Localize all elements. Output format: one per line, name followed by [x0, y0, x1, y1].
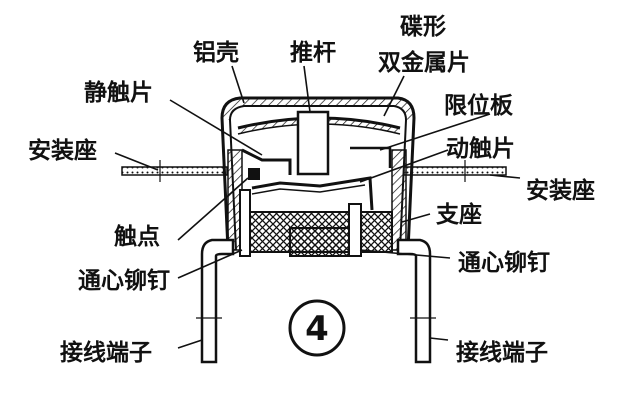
label-terminal-left: 接线端子: [60, 339, 152, 366]
label-limit-plate: 限位板: [444, 92, 514, 119]
terminal-right: [396, 238, 436, 364]
label-rivet-left: 通心铆钉: [78, 267, 170, 294]
label-push-rod: 推杆: [290, 40, 336, 66]
moving-contact-strip: [251, 176, 374, 211]
figure-number-badge: 4: [288, 299, 346, 357]
label-contact-point: 触点: [114, 223, 160, 250]
limit-plate: [350, 146, 392, 168]
leader-lines: [114, 65, 521, 349]
figure-number: 4: [305, 309, 329, 349]
mount-flange-left: [121, 160, 228, 182]
label-mount-left: 安装座: [28, 137, 97, 164]
contact-point: [248, 168, 260, 180]
liner-right-wall: [391, 149, 407, 251]
push-rod: [296, 110, 330, 176]
rivet-right: [348, 203, 362, 257]
label-static-contact: 静触片: [84, 79, 153, 106]
label-rivet-right: 通心铆钉: [458, 249, 550, 276]
label-bimetal-line2: 双金属片: [378, 49, 470, 76]
rivet-left: [239, 189, 251, 257]
mount-flange-right: [403, 160, 507, 182]
label-terminal-right: 接线端子: [456, 339, 548, 366]
aluminum-shell: [220, 96, 416, 251]
label-aluminum-shell: 铝壳: [193, 39, 239, 66]
support-base: [241, 211, 393, 257]
label-bimetal-line1: 碟形: [400, 14, 446, 40]
terminal-left: [196, 238, 235, 364]
static-contact-strip: [241, 148, 292, 175]
label-support: 支座: [435, 201, 482, 228]
label-mount-right: 安装座: [526, 177, 595, 204]
label-moving-contact: 动触片: [446, 135, 515, 162]
